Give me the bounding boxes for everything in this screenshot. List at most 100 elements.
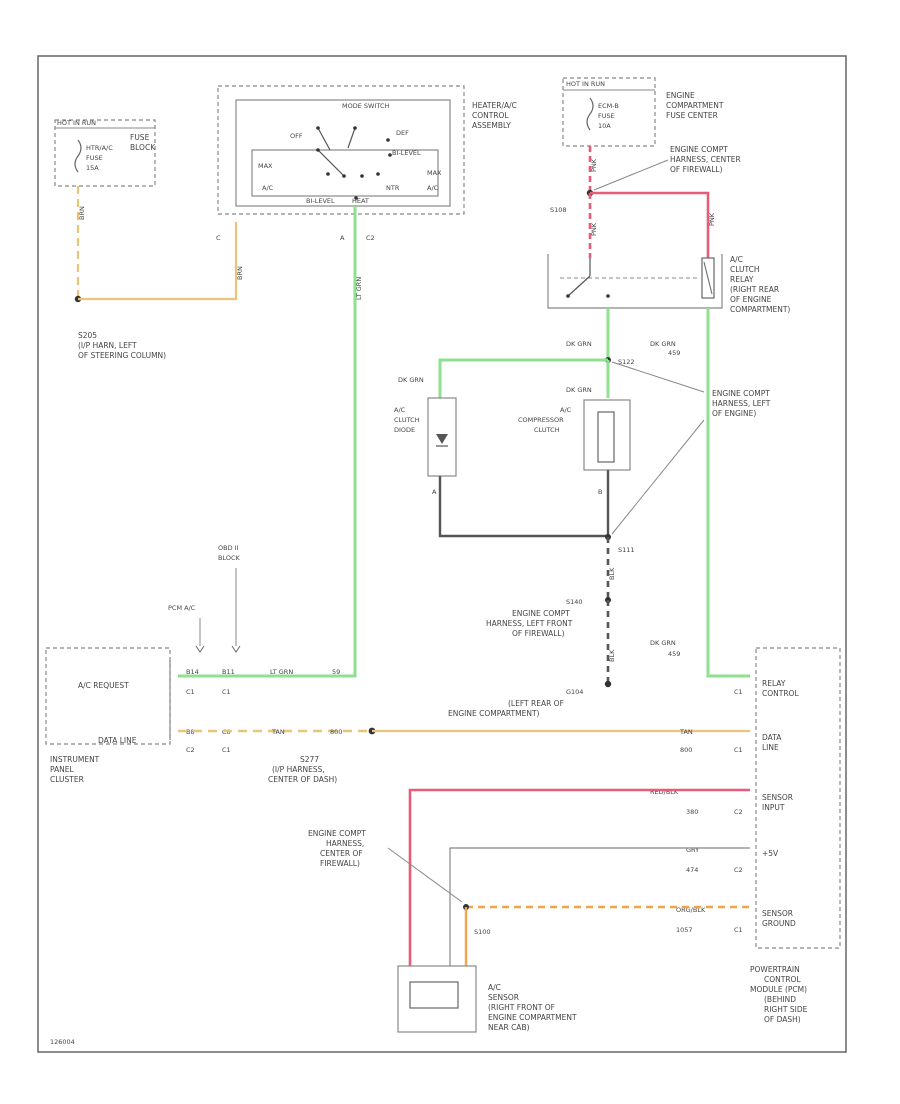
s108-desc-1: HARNESS, CENTER: [670, 155, 741, 164]
wire-red-blk: [408, 788, 750, 966]
s108-desc-0: ENGINE COMPT: [670, 145, 728, 154]
ac-sensor: [397, 965, 477, 1033]
fuse-symbol-icon: [74, 139, 82, 173]
dkgrn-label-5: DK GRN: [650, 639, 676, 647]
pcm-circ-800: 800: [680, 746, 692, 754]
s277-loc-1: (I/P HARNESS,: [272, 765, 325, 774]
pcm-title-5: RIGHT SIDE: [764, 1005, 808, 1014]
diode-label-1: A/C: [394, 406, 406, 414]
relay-coil-icon: [701, 257, 715, 299]
s111-id: S111: [618, 546, 635, 554]
pos-max-r: MAX: [427, 169, 442, 177]
splice-s205-loc-1: (I/P HARN, LEFT: [78, 341, 137, 350]
obd-label-1: OBD II: [218, 544, 239, 552]
efc-title-2: COMPARTMENT: [666, 101, 724, 110]
fuse-block-left: HOT IN RUN HTR/A/C FUSE 15A FUSE BLOCK: [54, 119, 156, 187]
ecl-2: HARNESS, LEFT: [712, 399, 771, 408]
pin-a-label: A: [340, 234, 345, 242]
g104-id: G104: [566, 688, 583, 696]
sensor-icon: [409, 981, 459, 1009]
eclf-2: HARNESS, LEFT FRONT: [486, 619, 573, 628]
pin-c-label: C: [216, 234, 221, 242]
s122-id: S122: [618, 358, 635, 366]
conn-c2-label: C2: [366, 234, 375, 242]
arrow-down-icon-2: [195, 645, 205, 653]
pos-heat: HEAT: [352, 197, 369, 205]
sensor-title-3: (RIGHT FRONT OF: [488, 1003, 555, 1012]
s100-desc-4: FIREWALL): [320, 859, 360, 868]
pcm-circ-474: 474: [686, 866, 698, 874]
ac-clutch-diode: [427, 397, 457, 477]
eclf-1: ENGINE COMPT: [512, 609, 570, 618]
fuse-rating: 15A: [86, 164, 99, 172]
arrow-down-icon: [231, 645, 241, 653]
dkgrn-label-2: DK GRN: [398, 376, 424, 384]
s100-id: S100: [474, 928, 491, 936]
eclf-3: OF FIREWALL): [512, 629, 565, 638]
pcm-circ-380: 380: [686, 808, 698, 816]
pcm-relay-control-2: CONTROL: [762, 689, 799, 698]
pcm-relay-control-1: RELAY: [762, 679, 786, 688]
clutch-coil-icon: [597, 411, 615, 463]
relay-title-2: CLUTCH: [730, 265, 760, 274]
ipc-title-1: INSTRUMENT: [50, 755, 100, 764]
control-title-2: CONTROL: [472, 111, 509, 120]
pcm-title-4: (BEHIND: [764, 995, 796, 1004]
ipc-wire-ltgrn: LT GRN: [270, 668, 293, 676]
relay-title-4: (RIGHT REAR: [730, 285, 779, 294]
pcm-title-2: CONTROL: [764, 975, 801, 984]
sensor-title-4: ENGINE COMPARTMENT: [488, 1013, 577, 1022]
control-title-3: ASSEMBLY: [472, 121, 511, 130]
pos-ac-r: A/C: [427, 184, 439, 192]
relay-title-1: A/C: [730, 255, 743, 264]
hot-in-run-label: HOT IN RUN: [57, 119, 96, 127]
wire-pnk-to-relay: [590, 191, 710, 258]
relay-title-3: RELAY: [730, 275, 754, 284]
ecl-1: ENGINE COMPT: [712, 389, 770, 398]
pcm-title-1: POWERTRAIN: [750, 965, 800, 974]
control-title-1: HEATER/A/C: [472, 101, 517, 110]
g104-loc-2: ENGINE COMPARTMENT): [448, 709, 540, 718]
wire-lt-grn: [178, 206, 357, 678]
footer-id: 126004: [50, 1038, 75, 1046]
relay-title-5: OF ENGINE: [730, 295, 772, 304]
s100-desc-2: HARNESS,: [326, 839, 364, 848]
clutch-label-1: A/C: [560, 406, 572, 414]
sensor-title-1: A/C: [488, 983, 501, 992]
sensor-title-2: SENSOR: [488, 993, 519, 1002]
pcm-pin-1: C1: [734, 688, 743, 696]
efc-title-3: FUSE CENTER: [666, 111, 718, 120]
pcm: [755, 647, 841, 949]
pcm-title-3: MODULE (PCM): [750, 985, 807, 994]
efc-fuse-word: FUSE: [598, 112, 615, 120]
relay-title-6: COMPARTMENT): [730, 305, 790, 314]
wire-dkgrn-relay-control: [706, 308, 750, 678]
ac-compressor-clutch: [583, 399, 631, 471]
efc-hot-label: HOT IN RUN: [566, 80, 605, 88]
ipc-circ-59: 59: [332, 668, 340, 676]
pcm-title-6: OF DASH): [764, 1015, 801, 1024]
pos-ac-l: A/C: [262, 184, 274, 192]
ipc-pin-b8: B8: [186, 728, 195, 736]
ipc-conn-c1a: C1: [186, 688, 195, 696]
pos-bilevel-b: BI-LEVEL: [306, 197, 335, 205]
control-assembly: MODE SWITCH HEATER/A/C CONTROL ASSEMBLY …: [217, 85, 517, 215]
ipc-title-3: CLUSTER: [50, 775, 84, 784]
efc-fuse-name: ECM-B: [598, 102, 619, 110]
wire-dkgrn-diode: [438, 358, 608, 398]
circ-459b-label: 459: [668, 650, 680, 658]
pcm-pin-3: C2: [734, 808, 743, 816]
ipc-conn-c1c: C1: [222, 746, 231, 754]
clutch-label-3: CLUTCH: [534, 426, 560, 434]
fuse-name: HTR/A/C: [86, 144, 113, 152]
pcm-red-blk: RED/BLK: [650, 788, 679, 796]
s277-loc-2: CENTER OF DASH): [268, 775, 337, 784]
pcm-gry: GRY: [686, 846, 699, 854]
pcm-pin-2: C1: [734, 746, 743, 754]
s108-desc-2: OF FIREWALL): [670, 165, 723, 174]
pos-def: DEF: [396, 129, 409, 137]
pos-bilevel-r: BI-LEVEL: [392, 149, 421, 157]
pcm-circ-1057: 1057: [676, 926, 693, 934]
